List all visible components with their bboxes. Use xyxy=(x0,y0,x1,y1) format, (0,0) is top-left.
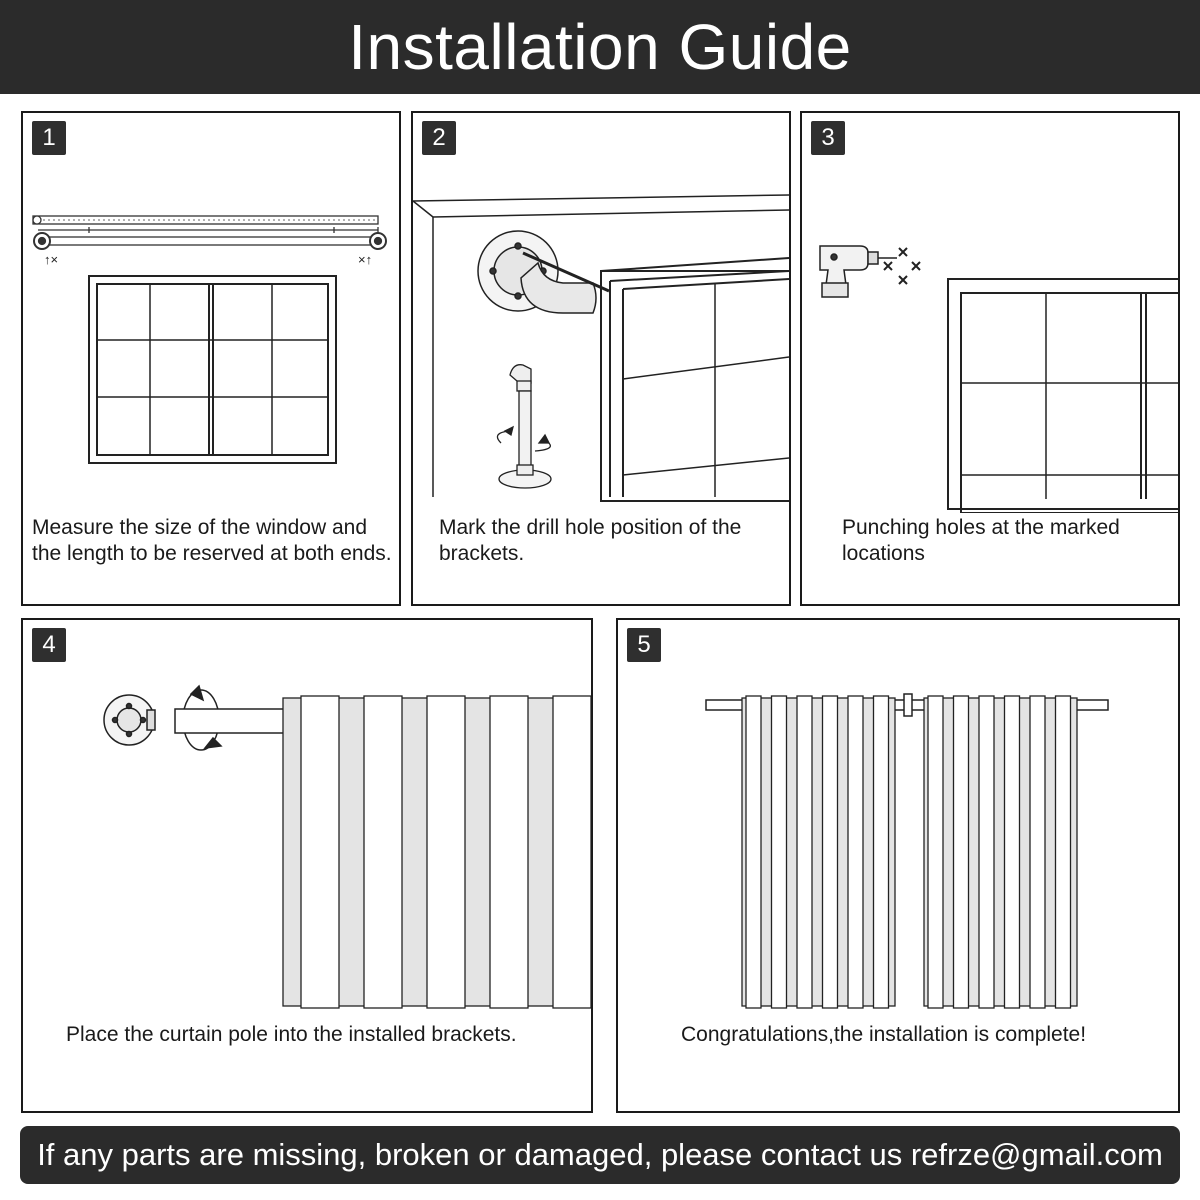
curtain-pole-icon xyxy=(705,693,1109,717)
curtain-pleat xyxy=(745,695,762,1009)
step-2-badge: 2 xyxy=(422,121,456,155)
step-3-text: Punching holes at the marked locations xyxy=(842,516,1120,565)
curtain-pleat xyxy=(847,695,864,1009)
curtain-pleat xyxy=(927,695,944,1009)
pipe-bracket-icon xyxy=(103,694,156,746)
curtain-pleat xyxy=(1029,695,1046,1009)
step-4-text: Place the curtain pole into the installe… xyxy=(66,1023,517,1046)
pole-insert-illustration xyxy=(103,684,591,1009)
curtain-pleat xyxy=(770,695,788,1009)
curtain-pleat xyxy=(300,695,340,1009)
finished-curtain-illustration xyxy=(705,693,1109,1009)
drilling-illustration xyxy=(819,245,1178,513)
curtain-pleat xyxy=(426,695,466,1009)
window-icon xyxy=(947,278,1178,513)
step-4-badge: 4 xyxy=(32,628,66,662)
curtain-pleat xyxy=(363,695,403,1009)
contact-footer: If any parts are missing, broken or dama… xyxy=(20,1126,1180,1184)
pipe-flange-icon xyxy=(496,364,552,489)
step-4-panel: 4 Place the curtain pole into the instal… xyxy=(21,618,593,1113)
pipe-bracket-icon xyxy=(477,230,610,314)
step-5-badge: 5 xyxy=(627,628,661,662)
step-3-badge: 3 xyxy=(811,121,845,155)
curtain-pleat xyxy=(489,695,529,1009)
curtain-right-icon xyxy=(923,695,1078,1009)
curtain-left-icon xyxy=(741,695,896,1009)
step-3-panel: 3 Punching holes at the marked locations xyxy=(800,111,1180,606)
curtain-pleat xyxy=(552,695,591,1009)
step-1-text: Measure the size of the window and the l… xyxy=(32,516,392,565)
window-icon xyxy=(88,275,337,464)
wall-outline xyxy=(413,194,789,497)
curtain-pleat xyxy=(952,695,970,1009)
drill-icon xyxy=(819,245,897,298)
curtain-pleat xyxy=(821,695,839,1009)
step-2-text: Mark the drill hole position of the brac… xyxy=(439,516,742,565)
curtain-pleat xyxy=(978,695,995,1009)
step-1-badge: 1 xyxy=(32,121,66,155)
svg-text:↑×: ↑× xyxy=(44,252,58,267)
curtain-pleat xyxy=(796,695,813,1009)
curtain-pleat xyxy=(1003,695,1021,1009)
window-icon xyxy=(600,257,789,502)
step-2-panel: 2 xyxy=(411,111,791,606)
curtain-body xyxy=(923,697,1078,1007)
drill-marks-icon xyxy=(883,247,921,285)
tape-measure-icon xyxy=(32,215,387,250)
curtain-body xyxy=(741,697,896,1007)
wall-bracket-illustration xyxy=(413,194,789,502)
step-1-panel: 1 ↑× ×↑ Measure the size xyxy=(21,111,401,606)
curtain-icon xyxy=(282,695,591,1009)
step-5-panel: 5 Congratulations,the installation is co… xyxy=(616,618,1180,1113)
step-5-text: Congratulations,the installation is comp… xyxy=(681,1023,1087,1046)
svg-text:×↑: ×↑ xyxy=(358,252,372,267)
curtain-pleat xyxy=(1054,695,1072,1009)
measure-window-illustration: ↑× ×↑ xyxy=(32,215,387,464)
curtain-pleat xyxy=(872,695,890,1009)
page-title: Installation Guide xyxy=(0,0,1200,94)
